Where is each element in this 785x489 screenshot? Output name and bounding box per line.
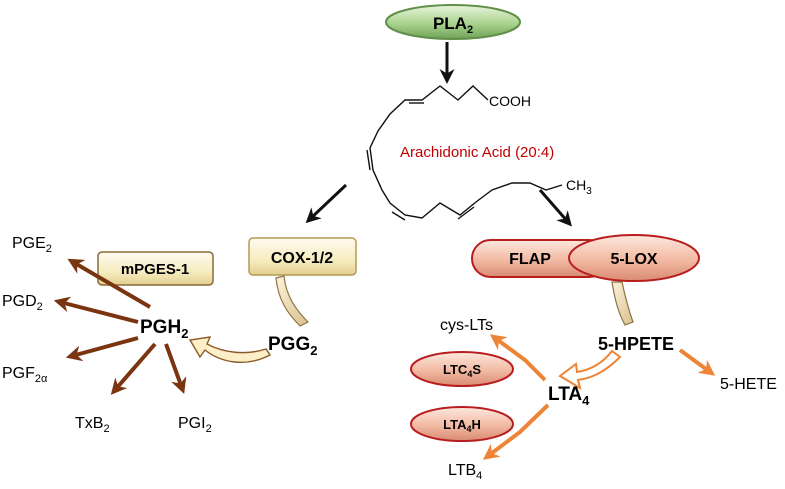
pla2-enzyme: PLA2 (385, 4, 521, 40)
flap-label: FLAP (509, 251, 551, 268)
ch3-label: CH3 (566, 177, 592, 197)
pgh2-label: PGH2 (140, 317, 188, 341)
arrow-to-cyslts (489, 334, 547, 382)
aa-to-lox-arrow (538, 189, 572, 227)
lta4h-pill: LTA4H (410, 406, 514, 442)
aa-to-cox-arrow (305, 183, 348, 224)
hpete-to-hete-arrow (678, 348, 716, 376)
arrow-to-pgi2 (164, 343, 187, 395)
cyslts-label: cys-LTs (440, 317, 493, 334)
ltc4s-label: LTC4S (443, 362, 481, 379)
arrow-to-txb2 (110, 342, 157, 395)
ltb4-label: LTB4 (448, 462, 482, 482)
pla2-label: PLA2 (433, 14, 473, 36)
arrow-to-pge2 (67, 258, 152, 309)
lox-tail (611, 281, 634, 326)
lta4h-label: LTA4H (443, 417, 481, 434)
hpete-label: 5-HPETE (598, 334, 674, 354)
pgd2-label: PGD2 (2, 293, 43, 313)
arrow-to-ltb4 (482, 403, 550, 460)
cox-box: COX-1/2 (248, 237, 357, 276)
arrow-to-pgd2 (53, 296, 139, 324)
txb2-label: TxB2 (75, 415, 110, 435)
cox-tail (275, 275, 310, 327)
hete-label: 5-HETE (720, 376, 777, 393)
arachidonic-acid-label: Arachidonic Acid (20:4) (400, 144, 554, 161)
mpges-label: mPGES-1 (121, 261, 189, 278)
pgi2-label: PGI2 (178, 415, 212, 435)
leukotriene-arrows (482, 334, 550, 460)
cox-label: COX-1/2 (271, 250, 333, 267)
pgf2a-label: PGF2α (2, 365, 48, 385)
pgg2-label: PGG2 (268, 334, 317, 358)
cooh-label: COOH (489, 93, 531, 109)
prostanoid-arrows (53, 258, 187, 395)
pge2-label: PGE2 (12, 235, 52, 255)
lox-pill: 5-LOX (568, 234, 700, 282)
mpges-box: mPGES-1 (97, 251, 214, 286)
lta4-label: LTA4 (548, 384, 590, 408)
pgg2-to-pgh2-arrow (188, 336, 272, 363)
arrow-to-pgf2a (65, 336, 139, 362)
lox-label: 5-LOX (610, 251, 657, 268)
arachidonic-acid-structure (366, 85, 563, 221)
hpete-to-lta4-arrow (558, 349, 622, 391)
ltc4s-pill: LTC4S (410, 351, 514, 387)
